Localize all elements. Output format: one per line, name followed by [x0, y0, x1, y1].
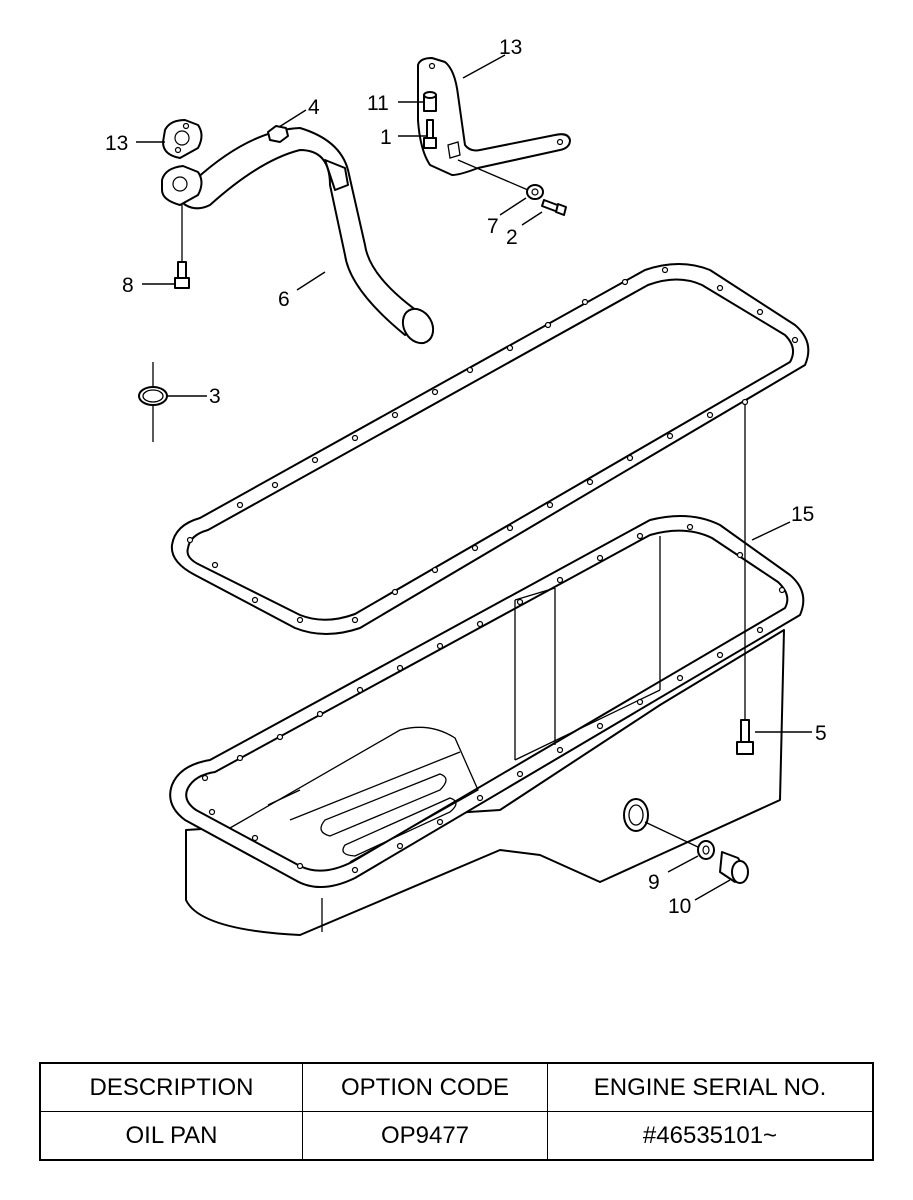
callout-5: 5: [815, 722, 827, 745]
bolt-part-2: [541, 199, 567, 216]
callout-15: 15: [791, 503, 814, 526]
header-engine-serial: ENGINE SERIAL NO.: [547, 1062, 874, 1112]
washer-part-7: [526, 184, 544, 200]
support-bracket-part-12: [417, 57, 571, 176]
callout-3: 3: [209, 385, 221, 408]
table-header-row: DESCRIPTION OPTION CODE ENGINE SERIAL NO…: [39, 1062, 874, 1112]
drain-boss: [623, 798, 701, 849]
callout-11: 11: [367, 92, 389, 115]
oil-suction-pipe-part-6: [174, 127, 435, 345]
callout-13-label: 13: [105, 132, 128, 155]
nut-part-4: [267, 125, 289, 143]
cell-description: OIL PAN: [39, 1111, 303, 1161]
o-ring-part-3: [138, 362, 168, 442]
callout-8: 8: [122, 274, 134, 297]
callout-1: 1: [380, 126, 392, 149]
callout-6: 6: [278, 288, 290, 311]
leader-lines: [136, 54, 812, 901]
header-option-code: OPTION CODE: [302, 1062, 548, 1112]
callout-12: 13: [499, 36, 522, 59]
bolt-part-5: [736, 719, 754, 755]
gasket-bolt-holes: [186, 266, 799, 624]
flange-gasket-part-13: [162, 119, 203, 159]
pipe-flange: [161, 165, 203, 206]
cell-engine-serial: #46535101~: [547, 1111, 874, 1161]
callout-10: 10: [668, 895, 691, 918]
header-description: DESCRIPTION: [39, 1062, 303, 1112]
flange-bolt-holes: [201, 523, 786, 874]
oil-pan-part-15: [169, 515, 805, 936]
callout-2: 2: [506, 226, 518, 249]
bolt-part-1: [423, 119, 437, 149]
oil-pan-exploded-diagram: 13 11 1 4 13 13 8 6 7 2 3 15 5 9 10: [105, 36, 827, 936]
cell-option-code: OP9477: [302, 1111, 548, 1161]
drain-plug-part-10: [719, 851, 749, 884]
part-info-table: DESCRIPTION OPTION CODE ENGINE SERIAL NO…: [39, 1062, 874, 1161]
callout-9: 9: [648, 871, 660, 894]
washer-part-9: [697, 840, 715, 860]
callout-4: 4: [308, 96, 320, 119]
callout-7: 7: [487, 215, 499, 238]
bolt-part-8: [174, 205, 190, 289]
oil-pan-gasket: [170, 263, 810, 635]
collar-part-11: [423, 91, 437, 112]
table-row: OIL PAN OP9477 #46535101~: [39, 1111, 874, 1161]
